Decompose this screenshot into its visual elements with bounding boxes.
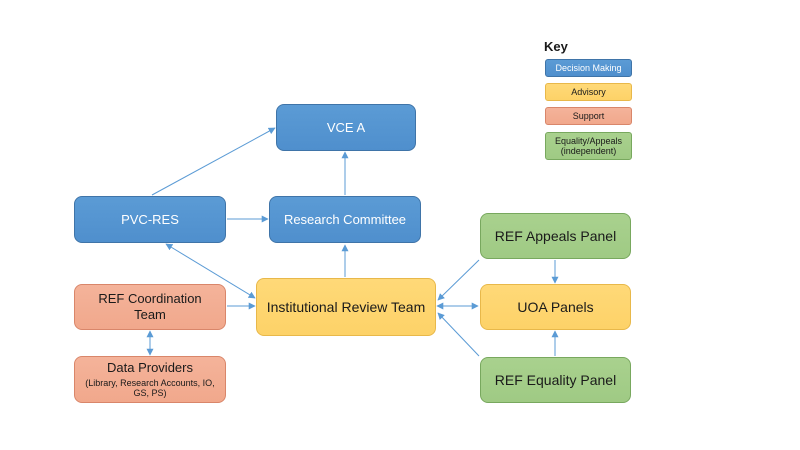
key-advisory-label: Advisory xyxy=(571,86,606,97)
key-equality-appeals-sublabel: (independent) xyxy=(560,146,617,156)
node-institutional-review-team: Institutional Review Team xyxy=(256,278,436,336)
node-data-providers: Data Providers (Library, Research Accoun… xyxy=(74,356,226,403)
node-ref-coordination-team-label: REF Coordination xyxy=(98,291,202,307)
node-uoa-panels-label: UOA Panels xyxy=(517,298,594,315)
node-ref-coordination-team-label2: Team xyxy=(134,307,166,322)
node-uoa-panels: UOA Panels xyxy=(480,284,631,330)
key-decision-making-label: Decision Making xyxy=(555,62,622,73)
node-vce-a-label: VCE A xyxy=(326,119,366,135)
node-pvc-res-label: PVC-RES xyxy=(121,211,179,227)
edge-pvcres-to-vcea xyxy=(151,127,276,196)
node-data-providers-sublabel: (Library, Research Accounts, IO, xyxy=(85,377,215,388)
node-vce-a: VCE A xyxy=(276,104,416,151)
edge-pvcres-irt xyxy=(165,243,256,299)
node-ref-equality-panel: REF Equality Panel xyxy=(480,357,631,403)
key-decision-making: Decision Making xyxy=(545,59,632,77)
key-equality-appeals: Equality/Appeals (independent) xyxy=(545,132,632,160)
edge-refequality-to-irt xyxy=(437,312,480,357)
key-equality-appeals-label: Equality/Appeals xyxy=(554,135,623,146)
edge-refappeals-to-irt xyxy=(437,259,480,301)
key-support-label: Support xyxy=(572,110,605,121)
node-ref-equality-panel-label: REF Equality Panel xyxy=(494,371,617,388)
node-ref-appeals-panel: REF Appeals Panel xyxy=(480,213,631,259)
key-advisory: Advisory xyxy=(545,83,632,101)
key-support: Support xyxy=(545,107,632,125)
node-data-providers-label: Data Providers xyxy=(107,359,193,375)
node-institutional-review-team-label: Institutional Review Team xyxy=(266,298,426,315)
key-title: Key xyxy=(544,39,568,54)
node-ref-appeals-panel-label: REF Appeals Panel xyxy=(494,227,617,244)
node-pvc-res: PVC-RES xyxy=(74,196,226,243)
node-research-committee: Research Committee xyxy=(269,196,421,243)
node-ref-coordination-team: REF Coordination Team xyxy=(74,284,226,330)
node-research-committee-label: Research Committee xyxy=(283,211,407,227)
node-data-providers-sublabel2: GS, PS) xyxy=(133,388,167,399)
